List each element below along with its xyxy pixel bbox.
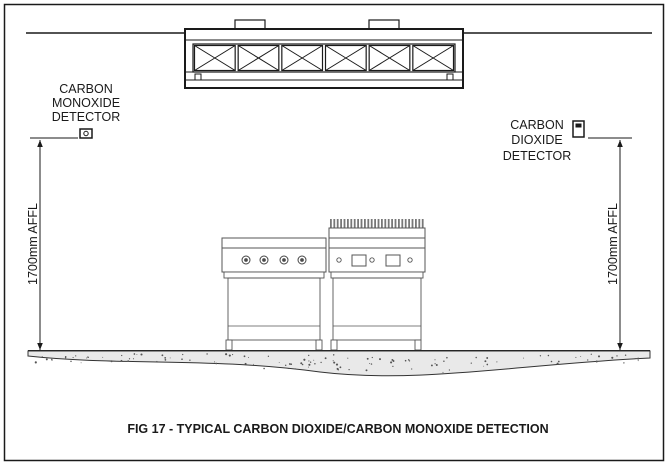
filter-panel: [237, 44, 280, 72]
co-label-line-1: CARBON: [59, 82, 112, 96]
cooking-range: [221, 219, 426, 351]
co2-label-line-3: DETECTOR: [503, 149, 572, 163]
filter-panel: [281, 44, 324, 72]
filter-panel: [193, 44, 236, 72]
range-knobs: [241, 255, 307, 265]
co-label-line-2: MONOXIDE: [52, 96, 120, 110]
filter-panel: [412, 44, 455, 72]
co2-label-line-2: DIOXIDE: [511, 133, 562, 147]
floor-texture: [34, 353, 640, 373]
canopy-hood: [184, 19, 464, 89]
figure-caption: FIG 17 - TYPICAL CARBON DIOXIDE/CARBON M…: [127, 422, 548, 436]
left-height-dimension: 1700mm AFFL: [26, 137, 78, 350]
floor-slab: [27, 350, 651, 377]
co-detector-icon: [79, 128, 93, 139]
right-height-dimension: 1700mm AFFL: [588, 137, 632, 350]
co-detector-label: CARBON MONOXIDE DETECTOR: [52, 82, 121, 124]
co2-detector-label: CARBON DIOXIDE DETECTOR: [503, 118, 572, 163]
right-dimension-label: 1700mm AFFL: [606, 203, 620, 285]
filter-panel: [324, 44, 367, 72]
co2-label-line-1: CARBON: [510, 118, 563, 132]
grill-bars: [330, 219, 424, 228]
canopy-filters: [193, 44, 455, 72]
filter-panel: [368, 44, 411, 72]
left-dimension-label: 1700mm AFFL: [26, 203, 40, 285]
co2-detector-icon: [572, 120, 585, 138]
figure-frame: [3, 3, 665, 462]
co-label-line-3: DETECTOR: [52, 110, 121, 124]
